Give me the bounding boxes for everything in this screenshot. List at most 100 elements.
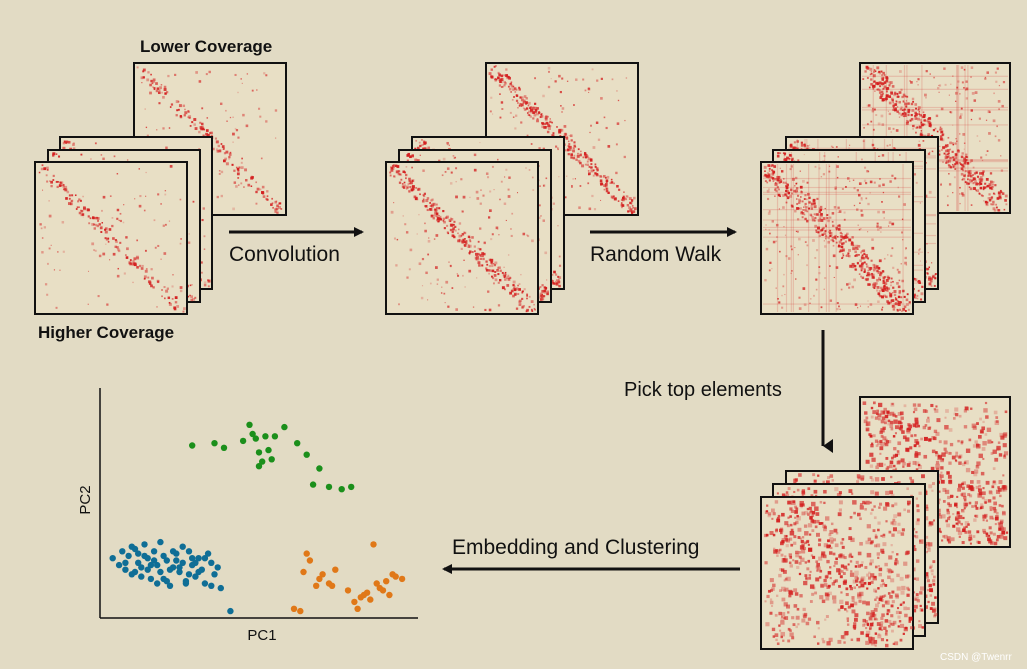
scatter-point <box>201 555 209 562</box>
scatter-point <box>379 587 387 594</box>
scatter-point <box>144 566 151 573</box>
matrix-contacts <box>763 500 914 648</box>
scatter-point <box>141 552 148 560</box>
x-axis-label: PC1 <box>247 627 276 644</box>
scatter-point <box>160 552 167 560</box>
scatter-point <box>300 568 307 576</box>
pca-scatter-plot: PC1 PC2 <box>77 388 418 644</box>
scatter-point <box>214 564 221 571</box>
scatter-point <box>303 550 310 557</box>
scatter-point <box>154 580 161 587</box>
scatter-point <box>138 564 145 571</box>
scatter-point <box>319 571 326 578</box>
scatter-point <box>220 444 228 451</box>
scatter-point <box>262 433 269 440</box>
random-walk-matrix-stack <box>760 62 1011 315</box>
scatter-point <box>297 607 304 615</box>
matrix-contacts <box>389 164 536 313</box>
scatter-point <box>138 573 145 580</box>
convolution-label: Convolution <box>229 243 340 266</box>
higher-coverage-label: Higher Coverage <box>38 323 174 342</box>
scatter-point <box>249 430 256 438</box>
scatter-point <box>150 548 158 555</box>
scatter-point <box>163 557 170 564</box>
scatter-point <box>370 541 377 548</box>
scatter-point <box>128 543 135 550</box>
scatter-point <box>192 559 199 566</box>
scatter-point <box>290 605 298 612</box>
embedding-label: Embedding and Clustering <box>452 536 700 559</box>
scatter-point <box>176 568 183 576</box>
contact-matrix <box>34 161 188 315</box>
scatter-point <box>122 566 129 573</box>
scatter-point <box>173 557 180 564</box>
scatter-point <box>259 458 266 465</box>
scatter-point <box>246 421 253 428</box>
scatter-point <box>217 584 224 592</box>
matrix-contacts <box>763 164 911 313</box>
scatter-point <box>135 550 142 557</box>
watermark: CSDN @Twenrr <box>940 652 1012 663</box>
scatter-point <box>332 566 339 573</box>
scatter-point <box>115 561 123 569</box>
scatter-point <box>176 564 183 571</box>
scatter-point <box>179 543 186 550</box>
lower-coverage-label: Lower Coverage <box>140 37 272 56</box>
pick-top-label: Pick top elements <box>624 379 782 401</box>
scatter-point <box>189 555 196 562</box>
scatter-point <box>363 589 371 596</box>
scatter-point <box>131 568 139 576</box>
scatter-point <box>147 561 155 569</box>
scatter-point <box>252 435 259 442</box>
scatter-points <box>109 421 406 615</box>
scatter-point <box>179 559 186 566</box>
scatter-point <box>392 573 399 580</box>
scatter-point <box>150 557 158 564</box>
scatter-point <box>398 575 406 583</box>
y-axis-label: PC2 <box>77 485 94 514</box>
scatter-point <box>135 559 142 566</box>
scatter-point <box>313 582 320 589</box>
scatter-point <box>166 566 174 573</box>
scatter-point <box>316 465 323 472</box>
scatter-point <box>185 548 193 555</box>
scatter-point <box>189 442 196 449</box>
scatter-point <box>309 481 317 488</box>
scatter-point <box>147 575 155 583</box>
scatter-point <box>122 559 129 566</box>
random-walk-label: Random Walk <box>590 243 722 266</box>
scatter-point <box>182 580 190 587</box>
scatter-point <box>201 580 209 587</box>
scatter-point <box>255 449 263 456</box>
scatter-point <box>195 568 202 576</box>
scatter-point <box>348 483 355 491</box>
scatter-point <box>119 548 126 555</box>
scatter-point <box>208 559 215 566</box>
scatter-point <box>306 557 314 564</box>
scatter-point <box>157 538 164 546</box>
scatter-point <box>141 541 148 548</box>
scatter-point <box>344 587 352 594</box>
scatter-point <box>328 582 336 589</box>
scatter-point <box>157 568 164 576</box>
top-elements-matrix-stack <box>760 396 1011 650</box>
scatter-point <box>154 561 161 569</box>
scatter-point <box>271 433 279 440</box>
scatter-point <box>166 582 174 589</box>
scatter-point <box>211 571 218 578</box>
scatter-point <box>338 486 345 493</box>
scatter-point <box>316 575 323 583</box>
scatter-point <box>169 548 177 555</box>
scatter-point <box>227 607 234 615</box>
scatter-point <box>211 440 218 447</box>
scatter-point <box>160 575 167 583</box>
scatter-point <box>367 596 374 603</box>
raw-matrix-stack <box>34 62 287 315</box>
scatter-point <box>125 552 132 560</box>
contact-matrix <box>760 161 914 315</box>
scatter-point <box>354 605 361 612</box>
scatter-point <box>325 483 333 491</box>
convolved-matrix-stack <box>385 62 639 315</box>
scatter-point <box>255 463 263 470</box>
